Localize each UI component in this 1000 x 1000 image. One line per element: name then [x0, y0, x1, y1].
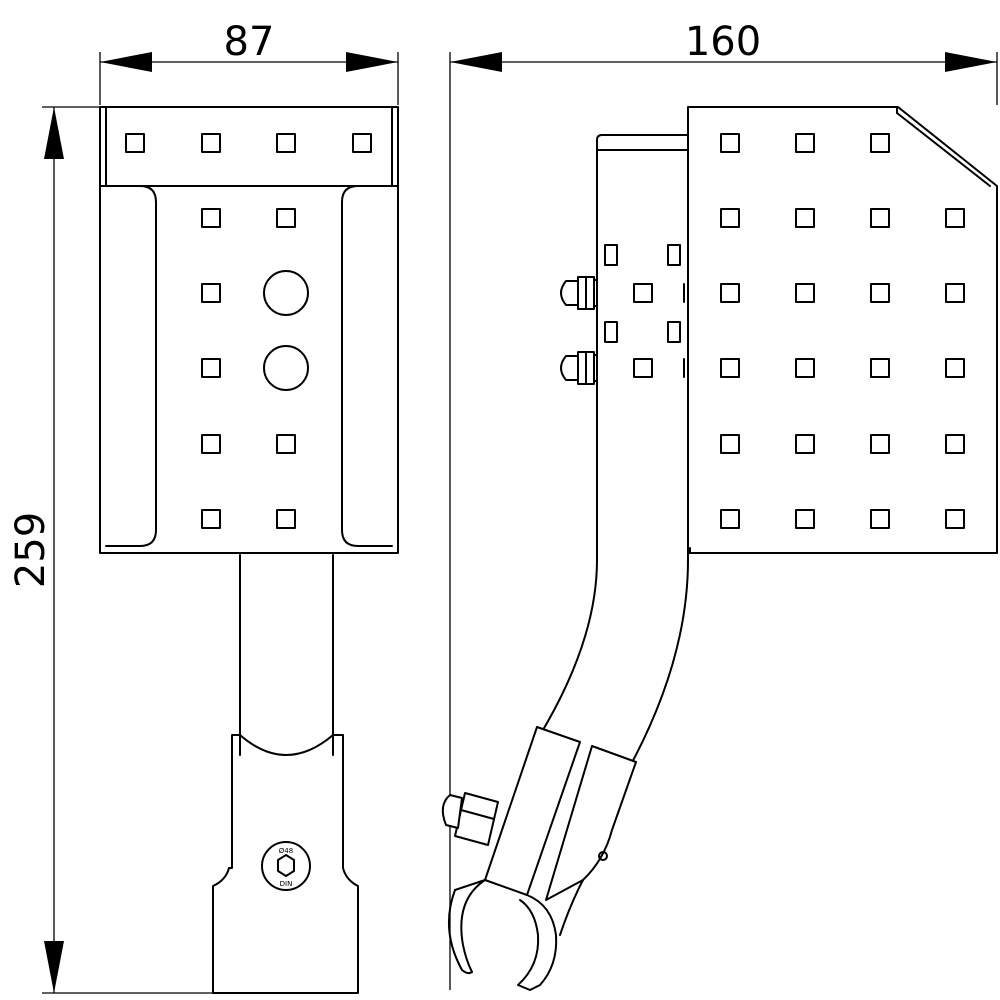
side-view	[441, 106, 998, 991]
stamp-top-text: Ø48	[279, 847, 293, 855]
dimension-87-label: 87	[224, 19, 275, 65]
cap-nut-upper	[560, 276, 598, 310]
front-tube	[239, 554, 334, 756]
front-hole-grid	[125, 133, 372, 529]
clamp-stamp: Ø48 DIN	[261, 841, 311, 891]
cap-nut-lower	[560, 351, 598, 385]
dimension-259-label: 259	[8, 512, 54, 588]
front-clamp: Ø48 DIN	[212, 734, 359, 994]
dimension-width-side: 160	[449, 19, 998, 990]
dimension-height: 259	[8, 106, 215, 994]
dimension-160-label: 160	[685, 19, 761, 65]
front-view: Ø48 DIN	[99, 106, 399, 994]
mount-hole-lower	[263, 345, 309, 391]
dimension-width-front: 87	[99, 19, 399, 105]
hex-bolt-icon	[277, 854, 295, 877]
arm-slots	[604, 244, 685, 378]
stamp-bottom-text: DIN	[280, 880, 293, 888]
clamp-hex-nut	[441, 792, 499, 846]
mount-hole-upper	[263, 270, 309, 316]
side-clamp	[447, 726, 637, 991]
side-arm	[539, 134, 689, 771]
side-footplate	[687, 106, 998, 554]
side-hole-grid	[720, 133, 965, 529]
front-footplate	[99, 106, 399, 554]
